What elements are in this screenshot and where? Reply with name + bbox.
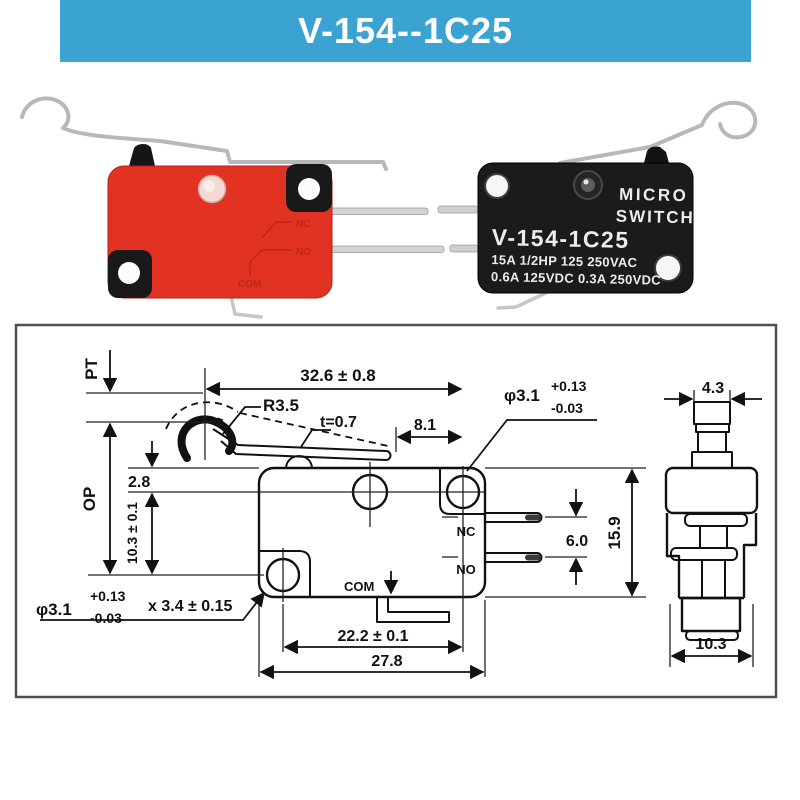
dim-overall-length: 32.6 ± 0.8	[300, 366, 376, 385]
dim-hole-pitch: 22.2 ± 0.1	[337, 628, 408, 645]
hole-tolerance-plus: +0.13	[551, 378, 587, 394]
com-label: COM	[344, 579, 374, 594]
hole-diameter-label: φ3.1	[504, 386, 540, 405]
front-view: NC NO COM	[128, 368, 543, 652]
lever-motion-arc-inner	[182, 416, 227, 433]
hole-note-depth: x 3.4 ± 0.15	[148, 598, 233, 615]
brand-text-micro: MICRO	[619, 185, 689, 205]
dim-lever-tip: 8.1	[414, 417, 436, 434]
black-switch-mounting-hole	[484, 173, 510, 199]
nc-terminal-pin	[485, 512, 543, 523]
no-terminal-pin	[485, 552, 543, 563]
switch-body-outline	[257, 466, 487, 599]
hole-tolerance-minus: -0.03	[551, 400, 583, 416]
red-switch-molded-no: NO	[296, 247, 311, 258]
black-switch-terminal-pin	[437, 205, 479, 214]
side-terminal-slat	[670, 547, 738, 561]
black-switch-terminal-pin	[449, 244, 479, 253]
pt-label: PT	[82, 358, 101, 380]
side-view: 4.3 10.3	[664, 380, 762, 667]
red-switch-molded-nc: NC	[296, 219, 310, 230]
dim-button-width: 4.3	[702, 380, 724, 397]
black-switch-plunger	[644, 146, 669, 163]
hole-note-diameter: φ3.1	[36, 600, 72, 619]
r35-leader	[222, 406, 261, 435]
corner-insert-outline	[259, 550, 311, 597]
red-switch-button-highlight	[203, 180, 215, 192]
side-terminal-slat	[684, 513, 748, 527]
corner-insert-outline	[439, 468, 485, 515]
rating-text-line1: 15A 1/2HP 125 250VAC	[491, 252, 638, 270]
page-title: V-154--1C25	[297, 10, 514, 51]
red-switch-molded-markings: NC NO COM	[238, 219, 311, 290]
dim-top-offset: 2.8	[128, 474, 150, 491]
red-switch-molded-com: COM	[238, 279, 261, 290]
hole-note-leader	[40, 591, 265, 621]
dim-body-height: 15.9	[605, 516, 624, 549]
dim-body-depth: 10.3	[695, 636, 726, 653]
red-switch-plunger	[129, 144, 155, 166]
black-switch-photo: MICRO SWITCH V-154-1C25 15A 1/2HP 125 25…	[437, 100, 758, 310]
side-body-right-wall	[742, 513, 758, 598]
red-switch-mounting-hole	[298, 178, 320, 200]
dim-body-length: 27.8	[371, 653, 402, 670]
black-switch-mounting-hole	[654, 254, 682, 282]
title-banner: V-154--1C25	[60, 0, 751, 62]
dim-hole-vertical: 10.3 ± 0.1	[124, 502, 140, 564]
red-switch-photo: NC NO COM	[20, 96, 445, 319]
com-terminal-outline	[376, 597, 450, 623]
model-number-text: V-154-1C25	[492, 224, 630, 253]
nc-label: NC	[457, 524, 476, 539]
lever-thickness-label: t=0.7	[320, 414, 357, 431]
red-switch-mounting-hole	[118, 262, 140, 284]
red-switch-terminal-pin	[329, 245, 445, 253]
op-label: OP	[80, 487, 99, 512]
side-body-left-wall	[665, 513, 681, 598]
red-switch-lever-arm	[20, 96, 388, 171]
lever-radius-label: R3.5	[263, 396, 299, 415]
red-switch-bottom-terminal	[229, 294, 263, 319]
technical-drawing: NC NO COM PT OP 32.6 ± 0.8 R3.5 t=0.7 8.…	[14, 323, 778, 699]
rating-text-line2: 0.6A 125VDC 0.3A 250VDC	[491, 269, 662, 288]
black-switch-printing: MICRO SWITCH V-154-1C25 15A 1/2HP 125 25…	[491, 185, 695, 288]
red-switch-body	[107, 165, 333, 299]
dim-pin-pitch: 6.0	[566, 533, 588, 550]
t07-leader	[300, 429, 331, 448]
no-pin-tip	[525, 554, 541, 561]
black-switch-button-highlight	[583, 179, 589, 185]
brand-text-switch: SWITCH	[616, 207, 695, 228]
black-switch-body	[477, 162, 694, 294]
black-switch-lever-arm	[558, 100, 758, 165]
hole-note-tolerance-minus: -0.03	[90, 610, 122, 626]
nc-pin-tip	[525, 514, 541, 521]
hole-note-tolerance-plus: +0.13	[90, 588, 126, 604]
no-label: NO	[456, 562, 476, 577]
lever-motion-arc	[165, 401, 239, 430]
black-switch-bottom-terminal	[496, 288, 554, 310]
hole-diameter-leader	[466, 419, 597, 472]
lever-strip	[212, 428, 392, 461]
black-switch-button-center	[581, 178, 595, 192]
side-base-slat	[685, 630, 739, 641]
red-switch-terminal-pin	[329, 207, 429, 215]
dimension-annotations: PT OP 32.6 ± 0.8 R3.5 t=0.7 8.1 2.8 10.3…	[36, 350, 646, 680]
